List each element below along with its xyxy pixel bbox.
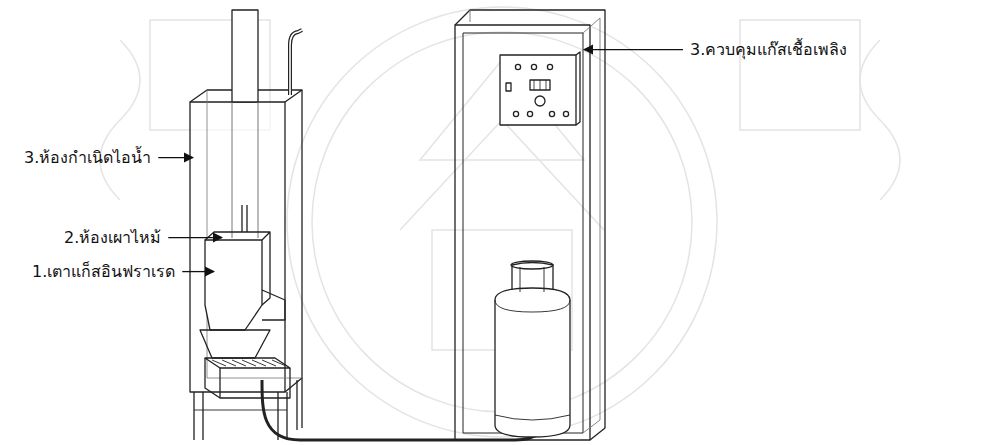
combustion-chamber (205, 205, 285, 330)
control-panel (500, 52, 580, 125)
leader-arrow (158, 157, 193, 158)
part-label: 1.เตาแก็สอินฟราเรด (30, 262, 177, 281)
watermark-seal (100, 7, 900, 437)
part-label: 3.ควบคุมแก๊สเชื้อเพลิง (688, 40, 849, 59)
gas-cylinder (495, 261, 570, 437)
steam-chamber (190, 90, 302, 392)
part-label: 3.ห้องกำเนิดไอน้ำ (22, 148, 153, 167)
steam-pipe (290, 30, 302, 95)
stand-legs (194, 378, 302, 440)
infrared-burner (200, 330, 290, 398)
leader-arrow (182, 271, 214, 272)
leader-arrow (168, 237, 222, 238)
part-label: 2.ห้องเผาไหม้ (62, 228, 163, 247)
control-cabinet (455, 10, 605, 440)
chimney (232, 10, 258, 238)
leader-arrow (584, 49, 683, 50)
